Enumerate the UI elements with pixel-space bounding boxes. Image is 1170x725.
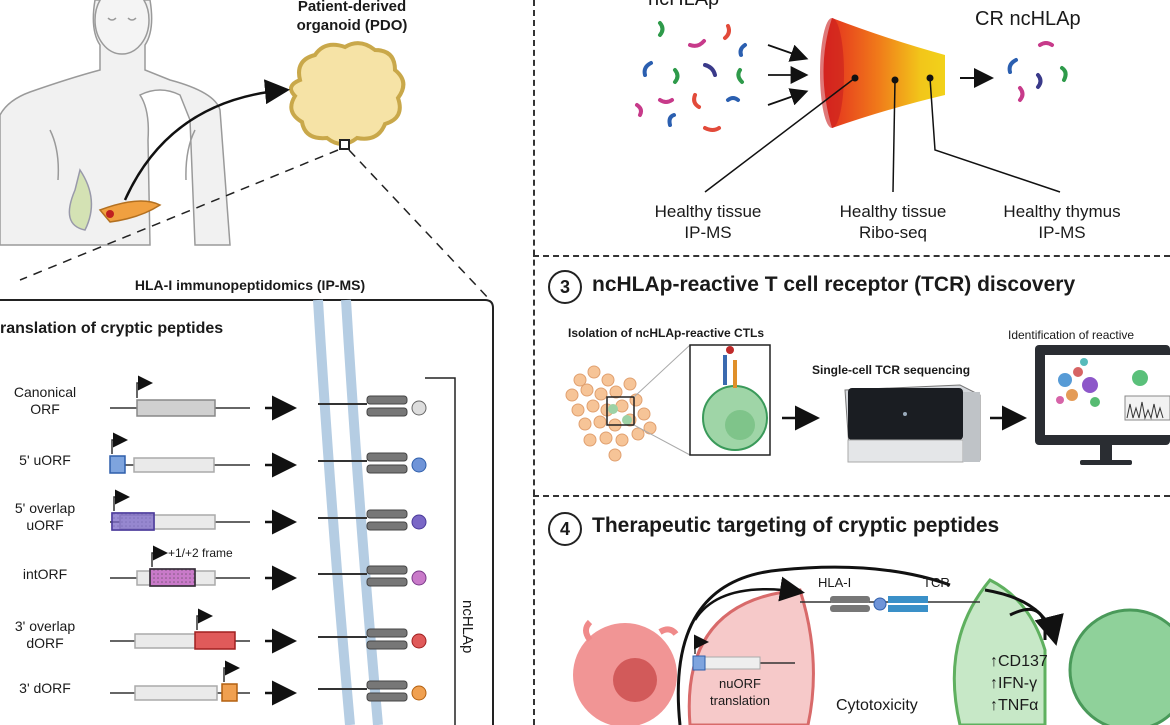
frame-label: +1/+2 frame (168, 546, 233, 560)
divider-step3-top (533, 255, 1170, 257)
divider-step4-top (533, 495, 1170, 497)
monitor-icon (1035, 345, 1170, 465)
pdo-label-line1: Patient-derived (297, 0, 407, 15)
step3-title: ncHLAp-reactive T cell receptor (TCR) di… (592, 273, 1076, 296)
filter-3-line2: IP-MS (1038, 223, 1086, 242)
filter-2-line2: Ribo-seq (858, 223, 928, 242)
hla-label: HLA-I (818, 575, 852, 590)
orf-label-uorf: 5' uORF (19, 452, 71, 468)
filter-funnel-icon (823, 18, 945, 128)
ipms-heading: HLA-I immunopeptidomics (IP-MS) (134, 277, 366, 293)
divider-vertical (533, 0, 535, 725)
orf-label-canonical-2: ORF (30, 401, 60, 417)
step4-number: 4 (548, 512, 582, 546)
orf-label-dorf: 3' dORF (19, 680, 71, 696)
hla-complexes (318, 395, 427, 702)
identification-label: Identification of reactive (1008, 328, 1135, 342)
sequencing-label: Single-cell TCR sequencing (812, 363, 971, 377)
filter-3-line1: Healthy thymus (1003, 202, 1121, 221)
cut-title: ncHLAp (648, 0, 719, 11)
organoid-icon (289, 41, 406, 150)
sequencer-icon (844, 384, 981, 463)
cr-peptides-icon (1007, 41, 1068, 102)
translation-panel-title: ranslation of cryptic peptides (0, 320, 224, 337)
nchlap-vertical-label: ncHLAp (459, 600, 476, 654)
filter-1-line2: IP-MS (684, 223, 732, 242)
cell-culture-icon (565, 344, 771, 462)
patient-figure-icon (0, 0, 231, 246)
tumor-cell-icon (573, 619, 679, 725)
step4-title: Therapeutic targeting of cryptic peptide… (592, 514, 1000, 537)
cr-nchlap-title: CR ncHLAp (975, 8, 1081, 30)
orf-label-overlap-dorf-2: dORF (26, 635, 64, 651)
orf-label-overlap-dorf-1: 3' overlap (14, 618, 76, 634)
orf-label-canonical-1: Canonical (13, 384, 77, 400)
orf-rows (109, 375, 250, 702)
filter-1-line1: Healthy tissue (654, 202, 762, 221)
pdo-label-line2: organoid (PDO) (296, 17, 408, 34)
nuorf-line1: nuORF (719, 676, 761, 691)
nuorf-line2: translation (710, 693, 770, 708)
isolation-label: Isolation of ncHLAp-reactive CTLs (568, 326, 765, 340)
peptide-pool-icon (635, 21, 747, 132)
orf-label-overlap-uorf-1: 5' overlap (14, 500, 76, 516)
tcr-label: TCR (923, 575, 950, 590)
cytotoxicity-label: Cytotoxicity (836, 697, 918, 714)
orf-label-intorf: intORF (22, 566, 68, 582)
step3-number: 3 (548, 270, 582, 304)
orf-label-overlap-uorf-2: uORF (26, 517, 64, 533)
marker-ifng: ↑IFN-γ (990, 675, 1038, 692)
marker-tnfa: ↑TNFα (990, 697, 1039, 714)
filter-2-line1: Healthy tissue (839, 202, 947, 221)
marker-cd137: ↑CD137 (990, 653, 1048, 670)
